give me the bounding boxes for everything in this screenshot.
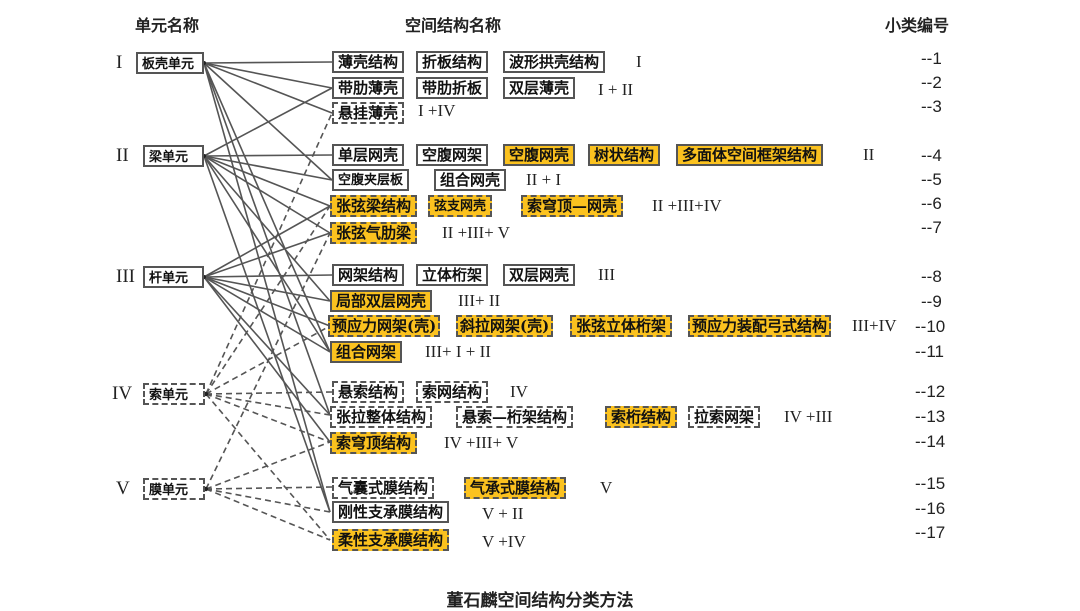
structure-composite-space-grid: 组合网架 — [330, 341, 403, 363]
sub-number-11: --11 — [915, 342, 944, 361]
figure-caption: 董石麟空间结构分类方法 — [446, 591, 634, 611]
unit-plate-shell: 板壳单元 — [136, 52, 204, 74]
structure-double-layer-lattice-shell: 双层网壳 — [503, 264, 576, 286]
structure-prestressed-assembled-bow: 预应力装配弓式结构 — [688, 315, 832, 337]
structure-string-airbeam: 张弦气肋梁 — [330, 222, 418, 244]
combo-row-16: V + II — [482, 504, 524, 523]
unit-roman-5: V — [116, 478, 130, 499]
sub-number-15: --15 — [915, 474, 946, 493]
structure-open-web-sandwich-plate: 空腹夹层板 — [332, 169, 410, 191]
combo-row-8: III — [598, 265, 615, 284]
structure-double-layer-thin-shell: 双层薄壳 — [503, 77, 576, 99]
header-sub-number: 小类编号 — [885, 16, 950, 35]
structure-cable-dome-lattice-shell: 索穹顶—网壳 — [521, 195, 624, 217]
combo-row-11: III+ I + II — [425, 342, 491, 361]
unit-roman-1: I — [116, 52, 123, 73]
sub-number-13: --13 — [915, 407, 946, 426]
structure-cable-truss-suspension: 悬索—桁架结构 — [456, 406, 574, 428]
combo-row-4: II — [863, 145, 875, 164]
sub-number-6: --6 — [921, 194, 942, 213]
combo-row-12: IV — [510, 382, 528, 401]
combo-row-15: V — [600, 478, 613, 497]
structure-flexible-supported-membrane: 柔性支承膜结构 — [332, 529, 450, 551]
unit-bar: 杆单元 — [143, 266, 204, 288]
structure-prestressed-grid-shell: 预应力网架(壳) — [328, 315, 441, 337]
structure-space-truss: 立体桁架 — [416, 264, 489, 286]
sub-number-1: --1 — [921, 49, 942, 68]
structure-rigid-supported-membrane: 刚性支承膜结构 — [332, 501, 450, 523]
sub-number-12: --12 — [915, 382, 946, 401]
structure-ribbed-thin-shell: 带肋薄壳 — [332, 77, 405, 99]
sub-number-17: --17 — [915, 523, 946, 542]
sub-number-4: --4 — [921, 146, 942, 165]
combo-row-17: V +IV — [482, 532, 526, 551]
structure-tree: 树状结构 — [588, 144, 661, 166]
structure-beam-string: 张弦梁结构 — [330, 195, 418, 217]
structure-composite-lattice-shell: 组合网壳 — [434, 169, 507, 191]
structure-folded-plate: 折板结构 — [416, 51, 489, 73]
header-structure-name: 空间结构名称 — [405, 16, 502, 35]
unit-membrane: 膜单元 — [143, 478, 205, 500]
structure-air-supported-membrane: 气承式膜结构 — [464, 477, 567, 499]
combo-row-3: I +IV — [418, 101, 456, 120]
unit-roman-2: II — [116, 145, 129, 166]
sub-number-7: --7 — [921, 218, 942, 237]
sub-number-16: --16 — [915, 499, 946, 518]
structure-ribbed-folded-plate: 带肋折板 — [416, 77, 489, 99]
structure-vierendeel-grid: 空腹网架 — [416, 144, 489, 166]
unit-roman-4: IV — [112, 383, 133, 404]
structure-suspended-thin-shell: 悬挂薄壳 — [332, 102, 405, 124]
structure-space-grid: 网架结构 — [332, 264, 405, 286]
unit-roman-3: III — [116, 266, 135, 287]
unit-cable: 索单元 — [143, 383, 205, 405]
structure-partial-double-layer-shell: 局部双层网壳 — [330, 290, 433, 312]
combo-row-13: IV +III — [784, 407, 833, 426]
structure-cable-net: 索网结构 — [416, 381, 489, 403]
structure-air-inflated-membrane: 气囊式膜结构 — [332, 477, 435, 499]
structure-single-layer-lattice-shell: 单层网壳 — [332, 144, 405, 166]
structure-vierendeel-lattice-shell: 空腹网壳 — [503, 144, 576, 166]
structure-corrugated-arch-shell: 波形拱壳结构 — [503, 51, 606, 73]
combo-row-14: IV +III+ V — [444, 433, 519, 452]
unit-beam: 梁单元 — [143, 145, 204, 167]
sub-number-3: --3 — [921, 97, 942, 116]
structure-tensegrity: 张拉整体结构 — [330, 406, 433, 428]
structure-suspendome: 弦支网壳 — [428, 195, 493, 217]
structure-cable-braced-grid: 拉索网架 — [688, 406, 761, 428]
combo-row-7: II +III+ V — [442, 223, 510, 242]
sub-number-5: --5 — [921, 170, 942, 189]
structure-thin-shell: 薄壳结构 — [332, 51, 405, 73]
sub-number-9: --9 — [921, 292, 942, 311]
combo-row-9: III+ II — [458, 291, 501, 310]
structure-cable-stayed-grid-shell: 斜拉网架(壳) — [456, 315, 554, 337]
sub-number-10: --10 — [915, 317, 946, 336]
structure-string-space-truss: 张弦立体桁架 — [570, 315, 673, 337]
sub-number-14: --14 — [915, 432, 946, 451]
sub-number-2: --2 — [921, 73, 942, 92]
combo-row-6: II +III+IV — [652, 196, 722, 215]
sub-number-8: --8 — [921, 267, 942, 286]
header-unit-name: 单元名称 — [135, 16, 200, 35]
combo-row-2: I + II — [598, 80, 634, 99]
structure-cable-truss: 索桁结构 — [605, 406, 678, 428]
combo-row-10: III+IV — [852, 316, 897, 335]
structure-cable-dome: 索穹顶结构 — [330, 432, 418, 454]
combo-row-1: I — [636, 52, 642, 71]
combo-row-5: II + I — [526, 170, 562, 189]
structure-suspension-cable: 悬索结构 — [332, 381, 405, 403]
structure-polyhedral-space-frame: 多面体空间框架结构 — [676, 144, 824, 166]
